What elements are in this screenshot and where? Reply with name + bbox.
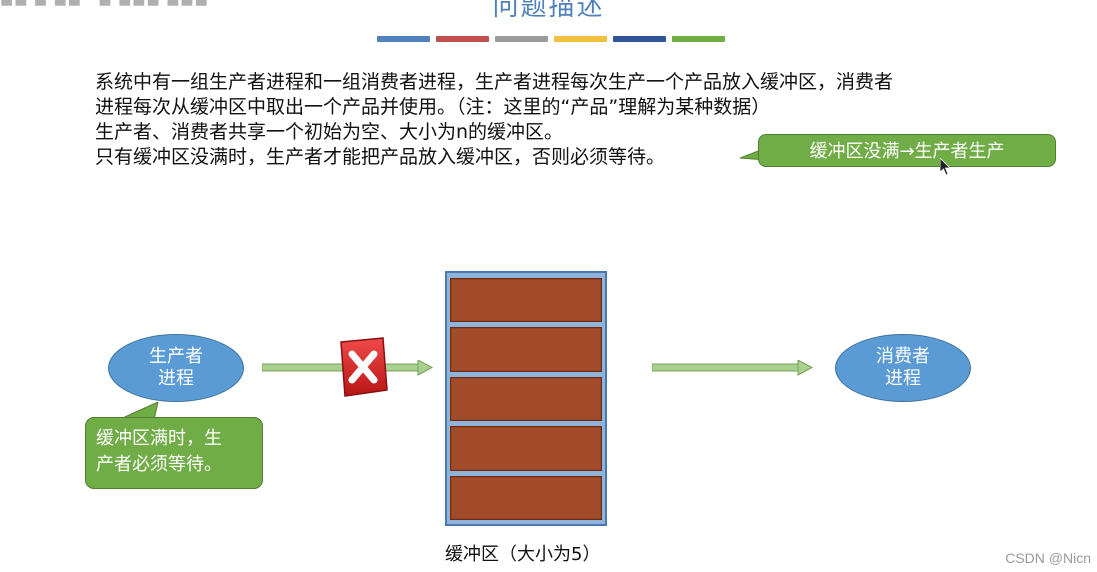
strip-segment-navy [613, 36, 666, 42]
strip-segment-gray [495, 36, 548, 42]
producer-label-line1: 生产者 [149, 346, 203, 367]
consumer-label-line2: 进程 [885, 368, 921, 389]
consumer-label-line1: 消费者 [876, 346, 930, 367]
callout-line: 缓冲区满时，生 [96, 428, 222, 449]
consumer-process-node: 消费者 进程 [835, 334, 971, 402]
strip-segment-red [436, 36, 489, 42]
strip-segment-green [672, 36, 725, 42]
producer-process-node: 生产者 进程 [108, 334, 244, 402]
description-line: 只有缓冲区没满时，生产者才能把产品放入缓冲区，否则必须等待。 [95, 146, 666, 168]
producer-label-line2: 进程 [158, 368, 194, 389]
producer-to-buffer-arrow [262, 360, 434, 376]
buffer-slot [450, 475, 602, 521]
description-line: 系统中有一组生产者进程和一组消费者进程，生产者进程每次生产一个产品放入缓冲区，消… [95, 71, 894, 93]
buffer-caption: 缓冲区（大小为5） [445, 544, 601, 565]
buffer-to-consumer-arrow [652, 360, 814, 376]
problem-description: 系统中有一组生产者进程和一组消费者进程，生产者进程每次生产一个产品放入缓冲区，消… [95, 70, 893, 170]
page-title: 问题描述 [492, 0, 605, 22]
blocked-x-icon [340, 337, 388, 397]
description-line: 进程每次从缓冲区中取出一个产品并使用。（注：这里的“产品”理解为某种数据） [95, 96, 771, 118]
buffer-full-callout: 缓冲区满时，生 产者必须等待。 [85, 417, 263, 489]
corner-header-text: ■■ ■ ■■ · ■ ■■■ ■■■ [0, 0, 209, 8]
buffer-not-full-callout: 缓冲区没满→生产者生产 [758, 134, 1056, 167]
buffer [445, 271, 607, 526]
callout-bottom-tail [117, 402, 159, 420]
buffer-slot [450, 426, 602, 471]
mouse-cursor-icon [940, 158, 951, 176]
strip-segment-yellow [554, 36, 607, 42]
buffer-slot [450, 278, 602, 323]
buffer-slot [450, 327, 602, 372]
strip-segment-blue [377, 36, 430, 42]
buffer-slot [450, 376, 602, 422]
callout-line: 产者必须等待。 [96, 454, 222, 475]
description-line: 生产者、消费者共享一个初始为空、大小为n的缓冲区。 [95, 121, 564, 143]
watermark: CSDN @Nicn [1005, 550, 1091, 566]
title-color-strip [377, 36, 725, 42]
